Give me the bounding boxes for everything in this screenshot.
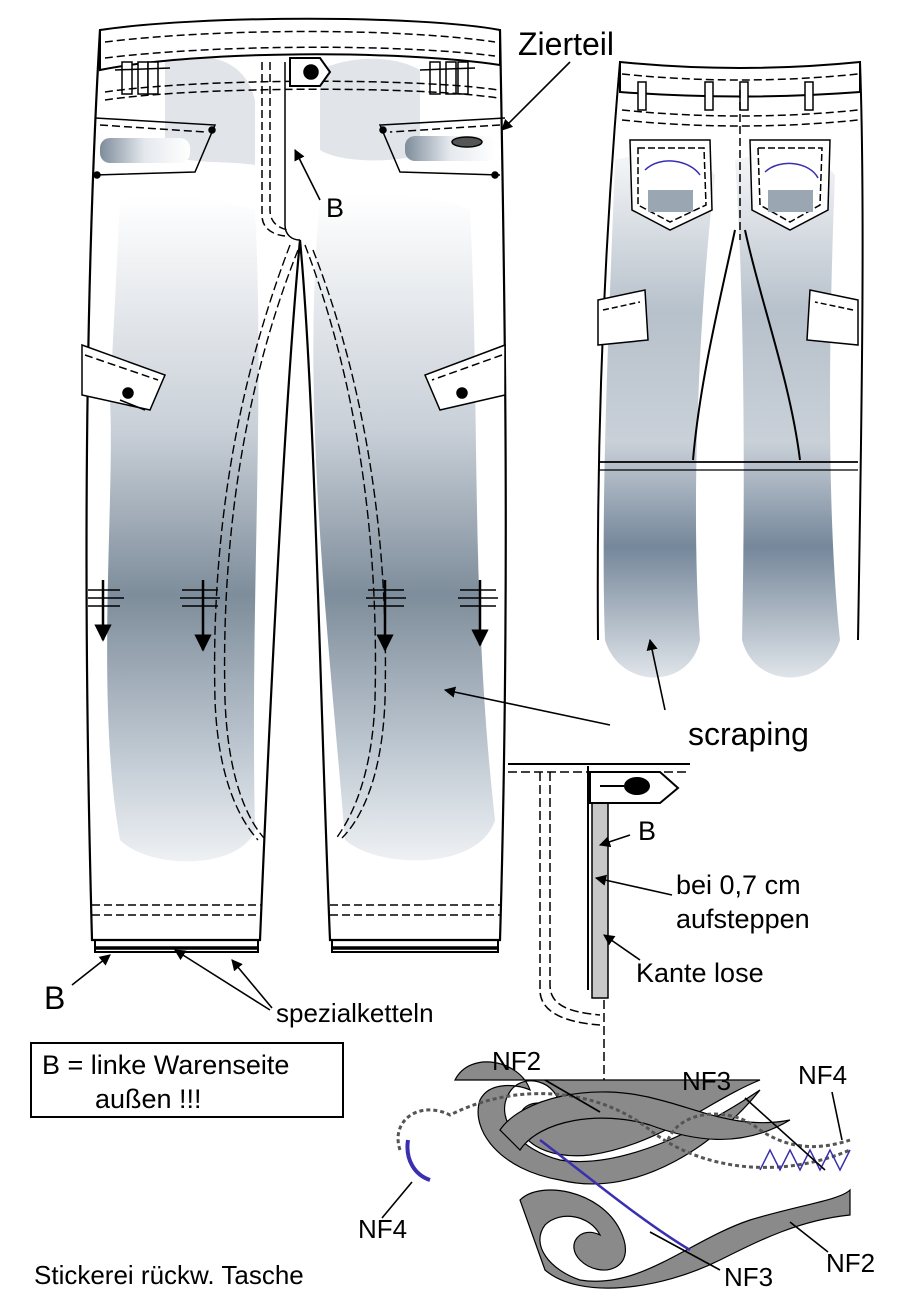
- front-pocket-left: [93, 117, 217, 179]
- label-scraping: scraping: [688, 716, 809, 752]
- front-view: [81, 17, 507, 953]
- label-b-hem: B: [44, 980, 66, 1016]
- swirl-outline-dashed: [396, 1092, 851, 1169]
- legend-line1: B = linke Warenseite: [42, 1050, 290, 1080]
- knee-arrows: [94, 580, 489, 652]
- swirl-upper: [499, 1091, 791, 1151]
- label-bei-line2: aufsteppen: [676, 904, 810, 934]
- front-belt-loops: [114, 61, 476, 95]
- label-zierteil: Zierteil: [518, 26, 615, 62]
- back-view: [596, 60, 864, 678]
- zierteil-ornament: [451, 136, 483, 148]
- label-b-fly: B: [326, 193, 345, 223]
- back-pocket-left: [629, 139, 713, 231]
- wash-back-left: [603, 155, 715, 678]
- leader-arrows: [71, 61, 843, 1271]
- front-pocket-right: [378, 117, 506, 179]
- front-fly: [261, 57, 332, 241]
- back-pocket-right: [749, 139, 831, 231]
- facing-edge: [591, 799, 609, 999]
- front-hems: [92, 904, 500, 953]
- legend-line2: außen !!!: [95, 1084, 202, 1114]
- label-nf4-top: NF4: [798, 1060, 848, 1090]
- wash-right-leg: [313, 194, 495, 861]
- swirl-large: [454, 1061, 761, 1185]
- label-nf2-bottom: NF2: [826, 1248, 876, 1278]
- back-cargo-right: [806, 289, 859, 346]
- label-b-detail: B: [638, 816, 657, 846]
- label-spezialketteln: spezialketteln: [276, 998, 434, 1028]
- label-stickerei: Stickerei rückw. Tasche: [34, 1260, 304, 1290]
- label-nf3-top: NF3: [682, 1066, 732, 1096]
- back-belt-loops: [637, 81, 814, 111]
- embroidery-motif: [396, 1061, 851, 1289]
- wash-top-right: [320, 58, 420, 161]
- wash-left-leg: [107, 195, 259, 862]
- fly-detail: [508, 763, 690, 1080]
- label-nf4-left: NF4: [358, 1214, 408, 1244]
- wash-top-left: [165, 56, 255, 165]
- cargo-flap-left: [81, 343, 167, 411]
- label-bei-line1: bei 0,7 cm: [676, 870, 801, 900]
- thread-nf3-low: [539, 1139, 691, 1252]
- thread-nf3: [759, 1148, 851, 1172]
- swirl-lower: [519, 1188, 851, 1289]
- wash-back-right: [735, 155, 840, 678]
- label-kante-lose: Kante lose: [636, 958, 764, 988]
- label-nf2-top: NF2: [492, 1046, 542, 1076]
- fly-button: [624, 777, 650, 795]
- thread-nf4: [405, 1139, 431, 1182]
- cargo-flap-right: [424, 343, 506, 411]
- legend-box: B = linke Warenseite außen !!!: [30, 1042, 344, 1118]
- label-nf3-bottom: NF3: [724, 1262, 774, 1292]
- back-cargo-left: [597, 289, 649, 346]
